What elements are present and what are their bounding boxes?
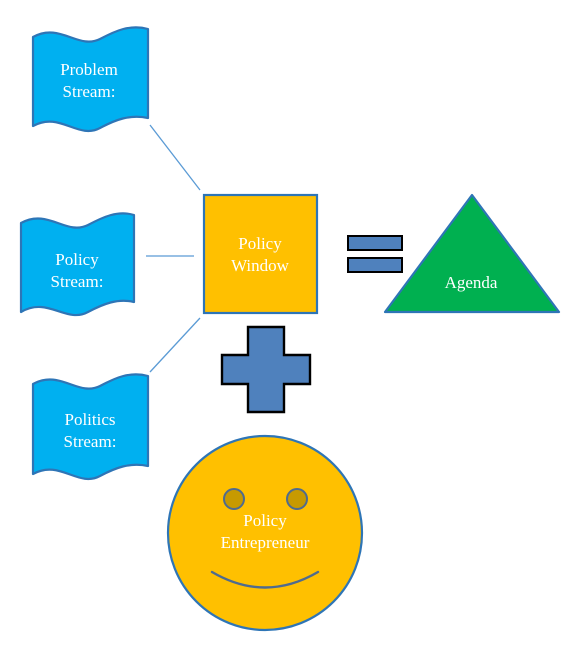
right-eye	[286, 488, 308, 510]
equals-bottom-bar	[347, 257, 403, 273]
entrepreneur-face	[166, 434, 364, 632]
connector-politics-to-window	[149, 317, 201, 373]
problem-stream-shape	[31, 26, 150, 133]
problem-stream: Problem Stream:	[31, 26, 150, 133]
policy-window-box	[202, 193, 319, 315]
policy-window-label-line1: Policy	[238, 234, 282, 253]
equals-top-bar	[347, 235, 403, 251]
policy-stream: Policy Stream:	[19, 212, 136, 317]
smile-mouth	[210, 570, 320, 589]
agenda-triangle	[383, 193, 561, 314]
policy-window-label-line2: Window	[231, 256, 290, 275]
agenda: Agenda	[383, 193, 561, 314]
politics-stream: Politics Stream:	[31, 373, 150, 481]
agenda-label: Agenda	[445, 273, 498, 292]
smiley-face-icon: Policy Entrepreneur	[166, 434, 364, 632]
equals-icon	[347, 235, 403, 273]
politics-stream-label-line2: Stream:	[64, 432, 117, 451]
plus-icon	[220, 325, 312, 414]
politics-stream-shape	[31, 373, 150, 481]
problem-stream-label-line1: Problem	[60, 60, 118, 79]
entrepreneur-label-line2: Entrepreneur	[221, 533, 310, 552]
connector-problem-to-window	[149, 124, 201, 191]
policy-stream-shape	[19, 212, 136, 317]
problem-stream-label-line2: Stream:	[63, 82, 116, 101]
politics-stream-label-line1: Politics	[64, 410, 115, 429]
policy-stream-label-line2: Stream:	[51, 272, 104, 291]
entrepreneur-label-line1: Policy	[243, 511, 287, 530]
policy-window: Policy Window	[202, 193, 319, 315]
policy-stream-label-line1: Policy	[55, 250, 99, 269]
left-eye	[223, 488, 245, 510]
